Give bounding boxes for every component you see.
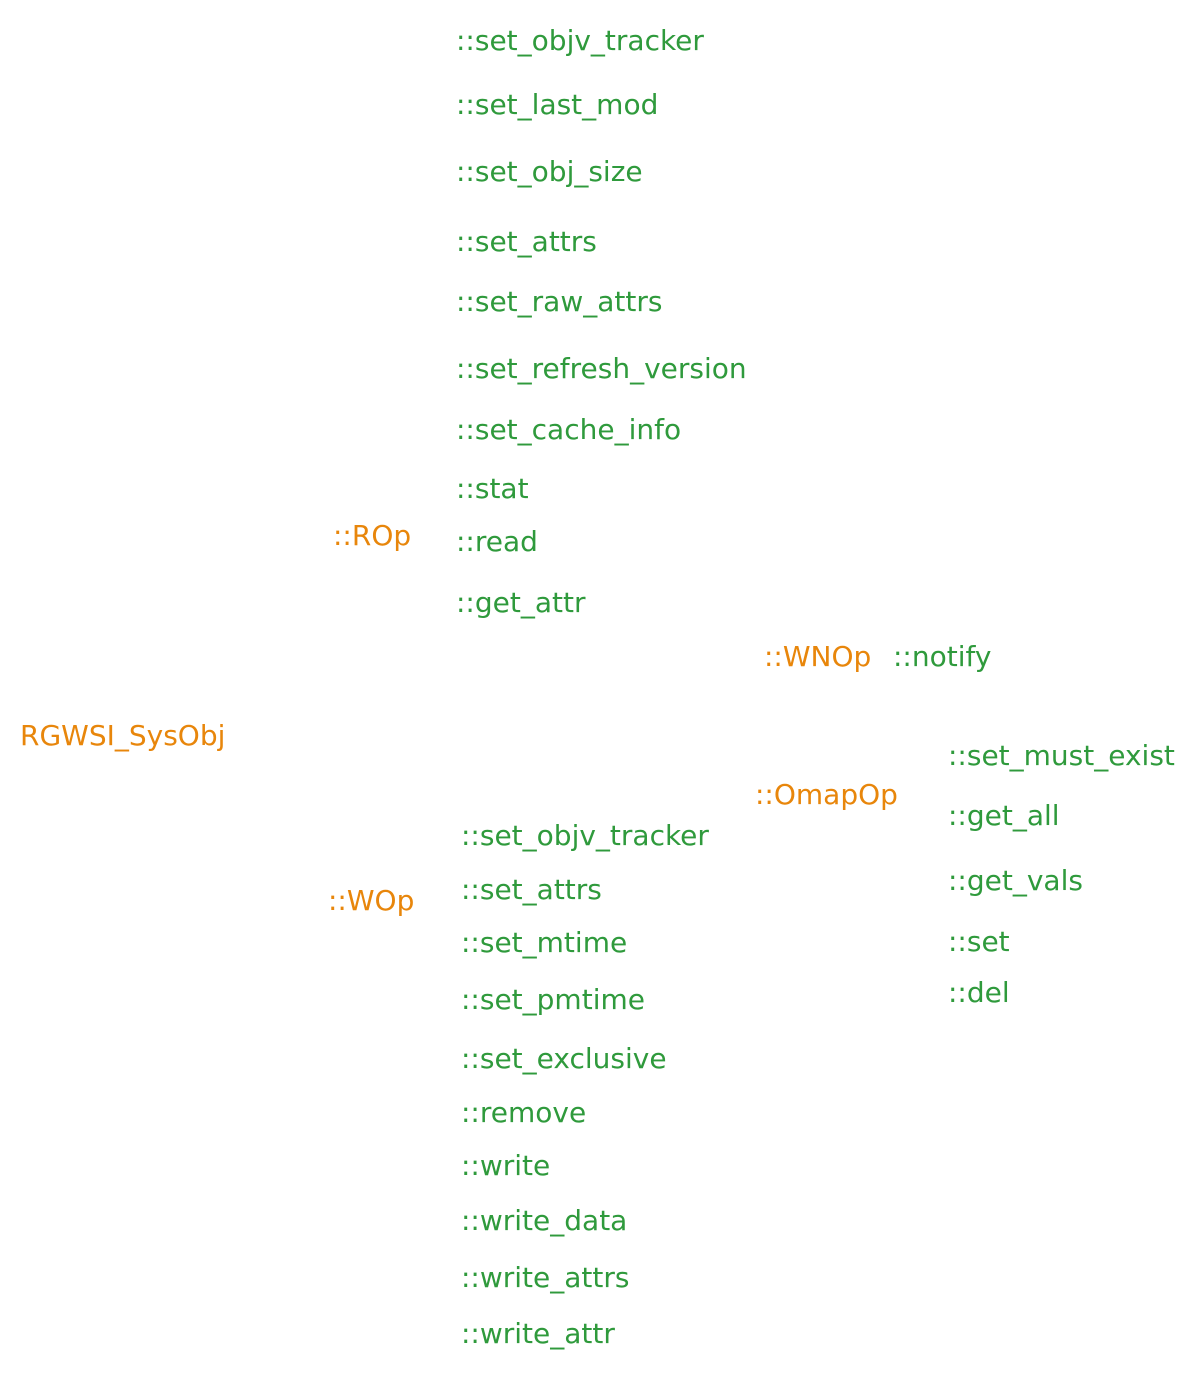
wnop-method: ::notify (893, 640, 992, 673)
wop-method: ::write_attr (461, 1317, 615, 1350)
wop-method: ::set_pmtime (461, 983, 645, 1016)
rop-method: ::set_cache_info (456, 413, 682, 446)
rop-method: ::set_raw_attrs (456, 285, 663, 318)
wop-method: ::write (461, 1149, 551, 1182)
rop-method: ::set_obj_size (456, 155, 643, 188)
rop-method: ::set_last_mod (456, 88, 659, 121)
wop-method: ::remove (461, 1096, 587, 1129)
wop-method: ::set_attrs (461, 873, 602, 906)
wop-method: ::set_exclusive (461, 1042, 667, 1075)
wnop-node: ::WNOp (764, 640, 872, 673)
rop-method: ::set_attrs (456, 225, 597, 258)
wop-method: ::write_data (461, 1204, 628, 1237)
rop-method: ::read (456, 525, 538, 558)
omapop-method: ::del (948, 976, 1010, 1009)
rop-method: ::set_refresh_version (456, 352, 747, 385)
omapop-method: ::get_vals (948, 864, 1083, 897)
omapop-method: ::get_all (948, 799, 1060, 832)
wop-method: ::set_mtime (461, 926, 628, 959)
rop-method: ::set_objv_tracker (456, 24, 704, 57)
wop-method: ::set_objv_tracker (461, 819, 709, 852)
wop-node: ::WOp (328, 884, 415, 917)
rop-method: ::get_attr (456, 586, 586, 619)
rop-node: ::ROp (333, 519, 412, 552)
rop-method: ::stat (456, 472, 529, 505)
wop-method: ::write_attrs (461, 1261, 630, 1294)
omapop-method: ::set_must_exist (948, 739, 1175, 772)
omapop-node: ::OmapOp (755, 778, 898, 811)
root-node: RGWSI_SysObj (20, 719, 226, 752)
omapop-method: ::set (948, 925, 1010, 958)
